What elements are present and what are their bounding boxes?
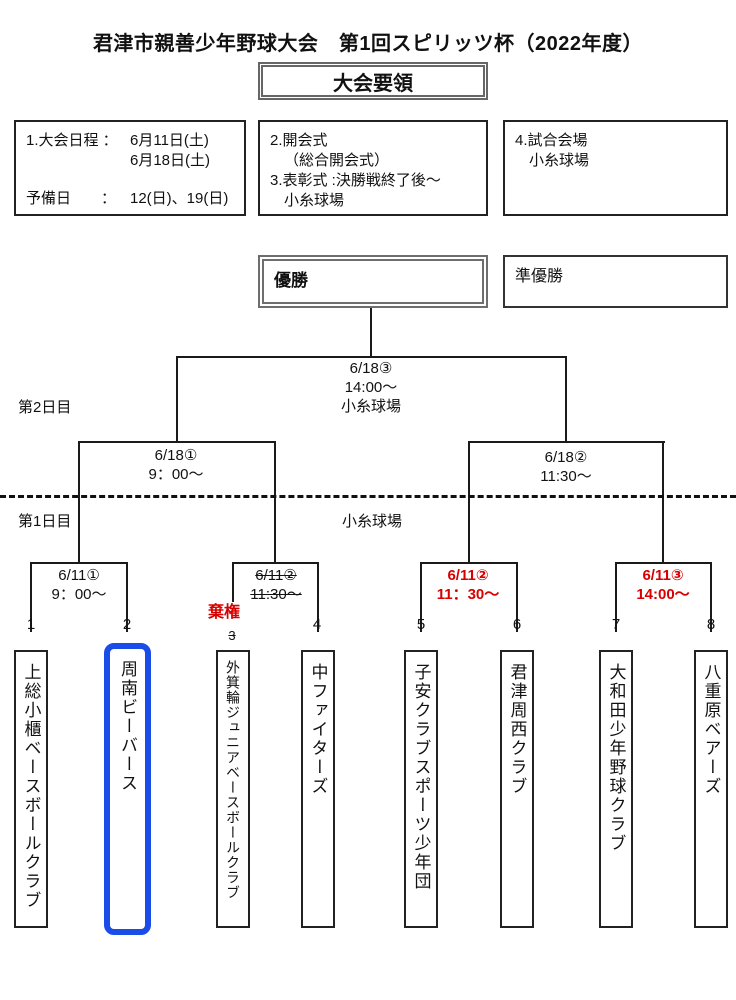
final-game-venue: 小糸球場: [340, 398, 401, 415]
game3-left-leg-line: [420, 562, 422, 632]
final-game-time: 14:00～: [344, 379, 398, 396]
semi-left-bracket-line: [78, 441, 276, 443]
seed-number-1: 1: [26, 616, 36, 633]
semi-right-bracket-line: [468, 441, 665, 443]
game4-date: 6/11③: [642, 567, 684, 584]
team-box-3: 外箕輪ジュニアベースボールクラブ: [216, 650, 250, 928]
runnerup-label: 準優勝: [515, 268, 564, 285]
game2-right-leg-line: [317, 562, 319, 632]
game1-time: 9：00～: [51, 586, 107, 603]
semi-left-time: 9：00～: [148, 466, 204, 483]
venue-line: 4.試合会場: [515, 132, 588, 149]
semi-left-date: 6/18①: [154, 447, 198, 464]
semi-right-leg-line: [662, 441, 664, 562]
champion-label: 優勝: [274, 271, 308, 290]
game3-date: 6/11②: [447, 567, 489, 584]
seed-number-6: 6: [512, 616, 522, 633]
champion-connector-line: [370, 308, 372, 356]
schedule-label: [26, 151, 130, 171]
final-game-date: 6/18③: [349, 360, 393, 377]
outline-header-box: 大会要領: [258, 62, 488, 100]
final-right-leg-line: [565, 356, 567, 441]
game2-bracket-line: [232, 562, 319, 564]
final-game-label: 6/18③ 14:00～ 小糸球場: [301, 359, 441, 416]
game2-time: 11:30～: [250, 586, 302, 603]
day2-label: 第2日目: [18, 399, 72, 416]
ceremony-line: 3.表彰式 :決勝戦終了後～: [270, 172, 441, 189]
team-box-4: 中ファイターズ: [301, 650, 335, 928]
ceremony-box: 2.開会式 （総合開会式） 3.表彰式 :決勝戦終了後～ 小糸球場: [258, 120, 488, 216]
team-name-8: 八重原ベアーズ: [701, 663, 721, 796]
day1-venue-label: 小糸球場: [342, 513, 403, 530]
forfeit-label: 棄権: [208, 604, 241, 621]
seed-number-5: 5: [416, 616, 426, 633]
game1-left-leg-line: [30, 562, 32, 632]
seed-number-2: 2: [122, 616, 132, 633]
game1-right-leg-line: [126, 562, 128, 632]
schedule-label: 1.大会日程 ：: [26, 132, 118, 149]
schedule-row: 1.大会日程 ： 6月11日(土): [26, 131, 236, 151]
game4-bracket-line: [615, 562, 712, 564]
game2-label: 6/11② 11:30～: [206, 566, 346, 604]
schedule-value: 12(日)、19(日): [130, 190, 229, 207]
semi-right-time: 11:30～: [540, 468, 592, 485]
team-name-6: 君津周西クラブ: [507, 663, 527, 796]
team-name-7: 大和田少年野球クラブ: [606, 663, 626, 853]
team-box-7: 大和田少年野球クラブ: [599, 650, 633, 928]
game4-time: 14:00～: [636, 586, 690, 603]
seed-number-3: 3: [228, 628, 236, 643]
team-name-5: 子安クラブスポーツ少年団: [411, 663, 431, 891]
schedule-label: 予備日 ：: [26, 190, 117, 207]
seed-number-8: 8: [706, 616, 716, 633]
ceremony-line: 2.開会式: [270, 132, 328, 149]
seed-number-7: 7: [611, 616, 621, 633]
final-left-leg-line: [176, 356, 178, 441]
final-bracket-line: [176, 356, 567, 358]
game4-right-leg-line: [710, 562, 712, 632]
team-name-3: 外箕輪ジュニアベースボールクラブ: [225, 660, 241, 900]
team-name-1: 上総小櫃ベースボールクラブ: [21, 663, 41, 910]
team-box-1: 上総小櫃ベースボールクラブ: [14, 650, 48, 928]
ceremony-line: （総合開会式）: [284, 152, 390, 169]
team-box-6: 君津周西クラブ: [500, 650, 534, 928]
semi-left-label: 6/18① 9：00～: [106, 446, 246, 484]
game3-right-leg-line: [516, 562, 518, 632]
game1-label: 6/11① 9：00～: [9, 566, 149, 604]
ceremony-line: 小糸球場: [284, 192, 345, 209]
team-box-8: 八重原ベアーズ: [694, 650, 728, 928]
game3-bracket-line: [420, 562, 518, 564]
game2-left-leg-line: [232, 562, 234, 602]
schedule-row: 予備日 ： 12(日)、19(日): [26, 189, 236, 209]
venue-box: 4.試合会場 小糸球場: [503, 120, 728, 216]
game4-left-leg-line: [615, 562, 617, 632]
page-title: 君津市親善少年野球大会 第1回スピリッツ杯（2022年度）: [92, 33, 644, 55]
day-divider-line: [0, 495, 736, 498]
game2-date: 6/11②: [255, 567, 297, 584]
champion-box: 優勝: [258, 255, 488, 308]
semi-right-label: 6/18② 11:30～: [496, 448, 636, 486]
team-name-2: 周南ビーバース: [118, 660, 137, 793]
semi-right-date: 6/18②: [544, 449, 588, 466]
semi-right-leg-line: [468, 441, 470, 562]
runnerup-box: 準優勝: [503, 255, 728, 308]
schedule-value: 6月11日(土): [130, 132, 209, 149]
venue-line: 小糸球場: [529, 152, 590, 169]
team-box-5: 子安クラブスポーツ少年団: [404, 650, 438, 928]
game1-bracket-line: [30, 562, 128, 564]
schedule-box: 1.大会日程 ： 6月11日(土) 6月18日(土) 予備日 ： 12(日)、1…: [14, 120, 246, 216]
day1-label: 第1日目: [18, 513, 72, 530]
game4-label: 6/11③ 14:00～: [593, 566, 733, 604]
game3-time: 11：30～: [436, 586, 500, 603]
seed-number-4: 4: [312, 616, 322, 633]
semi-left-leg-line: [274, 441, 276, 562]
team-box-2-highlighted: 周南ビーバース: [104, 643, 151, 935]
game3-label: 6/11② 11：30～: [398, 566, 538, 604]
team-name-4: 中ファイターズ: [308, 663, 328, 796]
outline-header-label: 大会要領: [333, 72, 413, 95]
schedule-row: 6月18日(土): [26, 151, 236, 171]
semi-left-leg-line: [78, 441, 80, 562]
schedule-value: 6月18日(土): [130, 152, 211, 169]
game1-date: 6/11①: [58, 567, 100, 584]
